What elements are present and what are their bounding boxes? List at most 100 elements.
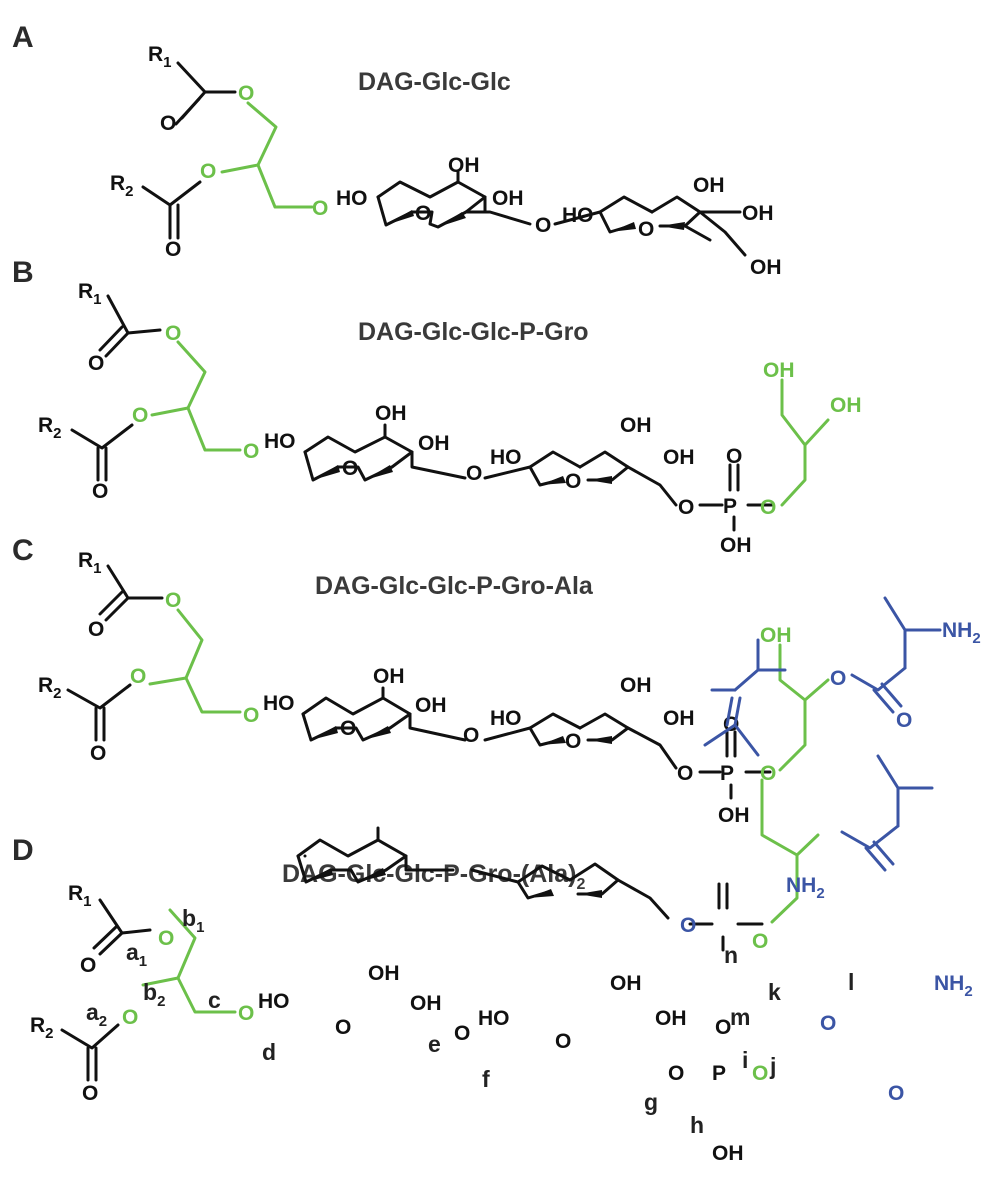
panel-a-title: DAG-Glc-Glc [358,68,511,96]
panel-c-gro-oh: OH [760,624,792,647]
bond-label-j: j [769,1053,776,1079]
panel-b-r1-label: R1 [78,280,102,308]
panel-c-ala-ester-o: O [830,667,846,690]
panel-d-glycerol-bonds [141,778,820,1014]
panel-c-link-o: O [463,724,479,747]
panel-b-wedge-bonds [313,465,612,485]
bond-label-b2: b2 [143,979,165,1010]
panel-a-glyco-o: O [312,197,328,220]
panel-d-r2-label: R2 [30,1014,54,1042]
panel-c-phosphorus: P [720,762,734,785]
bond-label-d: d [262,1039,276,1065]
panel-d-phosphate-oh: OH [712,1142,744,1165]
panel-b-ho-2: HO [490,446,522,469]
panel-d-gro-o: O [752,1062,768,1085]
panel-b-ho-1: HO [264,430,296,453]
panel-b-phosphate-o-double: O [726,445,742,468]
panel-a-ester-o1: O [238,82,254,105]
bond-label-a2: a2 [86,999,107,1030]
panel-b-gro-o: O [760,496,776,519]
panel-a-link-o: O [535,214,551,237]
panel-b-glycerol-bonds [150,340,830,507]
panel-a-carbonyl-o2: O [165,238,181,261]
panel-d-carbonyl-o2: O [82,1082,98,1105]
panel-b-title: DAG-Glc-Glc-P-Gro [358,318,589,346]
panel-d-ring-o-1: O [335,1016,351,1039]
panel-a-ho-2: HO [562,204,594,227]
panel-b-oh-1: OH [375,402,407,425]
panel-d-backbone-bonds [60,826,764,1082]
panel-a: A DAG-Glc-Glc [12,21,782,279]
panel-a-glycerol-bonds [220,101,314,209]
panel-d-ala1-amine: NH2 [786,874,825,902]
panel-c-phosphate-o-1: O [677,762,693,785]
panel-c-title: DAG-Glc-Glc-P-Gro-Ala [315,572,594,600]
bond-label-i: i [742,1047,748,1073]
panel-b: B DAG-Glc-Glc-P-Gro [12,256,862,557]
panel-d-ala2-ester-o: O [820,1012,836,1035]
panel-b-ester-o1: O [165,322,181,345]
panel-c-glyco-o: O [243,704,259,727]
panel-d-wedge-bonds [306,868,602,898]
panel-d-title: DAG-Glc-Glc-P-Gro-(Ala)2 [282,860,585,893]
panel-b-carbonyl-o2: O [92,480,108,503]
bond-label-f: f [482,1066,490,1092]
panel-c-wedge-bonds [311,726,612,745]
bond-label-e: e [428,1031,441,1057]
panel-d-ho-2: HO [478,1007,510,1030]
panel-c-r1-label: R1 [78,549,102,577]
panel-a-oh-5: OH [750,256,782,279]
panel-d: D DAG-Glc-Glc-P-Gro-(Ala)2 [12,638,973,1165]
bond-label-k: k [768,979,781,1005]
panel-b-glyco-o: O [243,440,259,463]
panel-b-gro-oh-1: OH [763,359,795,382]
panel-c-ester-o1: O [165,589,181,612]
panel-d-oh-2: OH [410,992,442,1015]
panel-d-ho-1: HO [258,990,290,1013]
panel-b-phosphate-o-1: O [678,496,694,519]
panel-c-ring-o-2: O [565,730,581,753]
panel-c: C DAG-Glc-Glc-P-Gro-Ala [12,534,981,827]
panel-d-phosphate-o-double: O [715,1016,731,1039]
panel-d-phosphate-o-1: O [668,1062,684,1085]
panel-a-oh-1: OH [448,154,480,177]
bond-label-g: g [644,1089,658,1115]
panel-d-gro-o-upper: O [752,930,768,953]
panel-c-letter: C [12,534,34,567]
bond-label-b1: b1 [182,905,204,936]
panel-a-oh-4: OH [742,202,774,225]
panel-b-link-o: O [466,462,482,485]
panel-b-r2-label: R2 [38,414,62,442]
bond-label-l: l [848,969,854,995]
panel-b-letter: B [12,256,34,289]
panel-c-r2-label: R2 [38,674,62,702]
panel-c-gro-o: O [760,762,776,785]
bond-label-n: n [724,942,738,968]
panel-a-oh-2: OH [492,187,524,210]
panel-a-letter: A [12,21,34,54]
panel-b-oh-2: OH [418,432,450,455]
panel-c-ala-carbonyl-o: O [896,709,912,732]
panel-a-r2-label: R2 [110,172,134,200]
panel-d-ala2-carbonyl-o: O [888,1082,904,1105]
panel-a-carbonyl-o1: O [160,112,176,135]
panel-a-ho-1: HO [336,187,368,210]
panel-d-ala1-carbonyl-o: O [680,914,696,937]
panel-b-phosphorus: P [723,495,737,518]
panel-b-ester-o2: O [132,404,148,427]
panel-c-carbonyl-o1: O [88,618,104,641]
panel-c-ho-1: HO [263,692,295,715]
bond-label-m: m [730,1004,750,1030]
panel-d-carbonyl-o1: O [80,954,96,977]
panel-c-ester-o2: O [130,665,146,688]
panel-d-oh-3: OH [610,972,642,995]
panel-c-oh-3: OH [620,674,652,697]
panel-c-glycerol-bonds [148,608,830,772]
panel-b-oh-3: OH [620,414,652,437]
panel-d-ring-o-2: O [555,1030,571,1053]
panel-d-oh-4: OH [655,1007,687,1030]
bond-label-c: c [208,987,221,1013]
panel-d-link-o: O [454,1022,470,1045]
panel-c-oh-2: OH [415,694,447,717]
panel-b-ring-o-1: O [342,457,358,480]
